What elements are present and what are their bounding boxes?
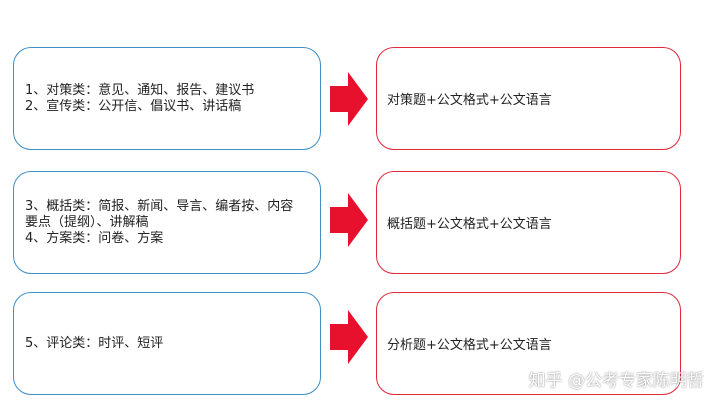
- right-arrow-icon: [330, 193, 368, 247]
- formula-box-1: 对策题+公文格式+公文语言: [376, 47, 681, 150]
- right-arrow-icon: [330, 72, 368, 126]
- formula-box-2: 概括题+公文格式+公文语言: [376, 171, 681, 274]
- category-box-1: 1、对策类：意见、通知、报告、建议书 2、宣传类：公开信、倡议书、讲话稿: [13, 47, 321, 150]
- category-line: 1、对策类：意见、通知、报告、建议书: [25, 82, 255, 98]
- category-text-3: 5、评论类：时评、短评: [25, 336, 163, 352]
- category-line: 3、概括类：简报、新闻、导言、编者按、内容: [25, 198, 294, 214]
- category-box-2: 3、概括类：简报、新闻、导言、编者按、内容 要点（提纲）、讲解稿 4、方案类：问…: [13, 171, 321, 274]
- formula-text: 分析题+公文格式+公文语言: [387, 338, 552, 353]
- formula-text: 概括题+公文格式+公文语言: [387, 217, 552, 232]
- category-line: 4、方案类：问卷、方案: [25, 230, 164, 246]
- watermark: 知乎 @公考专家陈明哲: [528, 371, 704, 391]
- right-arrow-icon: [330, 310, 368, 364]
- formula-text: 对策题+公文格式+公文语言: [387, 93, 552, 108]
- category-text-1: 1、对策类：意见、通知、报告、建议书 2、宣传类：公开信、倡议书、讲话稿: [25, 83, 254, 115]
- category-line: 5、评论类：时评、短评: [25, 335, 164, 351]
- category-box-3: 5、评论类：时评、短评: [13, 292, 321, 395]
- category-line: 要点（提纲）、讲解稿: [25, 214, 149, 230]
- category-line: 2、宣传类：公开信、倡议书、讲话稿: [25, 98, 242, 114]
- category-text-2: 3、概括类：简报、新闻、导言、编者按、内容 要点（提纲）、讲解稿 4、方案类：问…: [25, 199, 293, 247]
- formula-box-3: 分析题+公文格式+公文语言: [376, 292, 681, 395]
